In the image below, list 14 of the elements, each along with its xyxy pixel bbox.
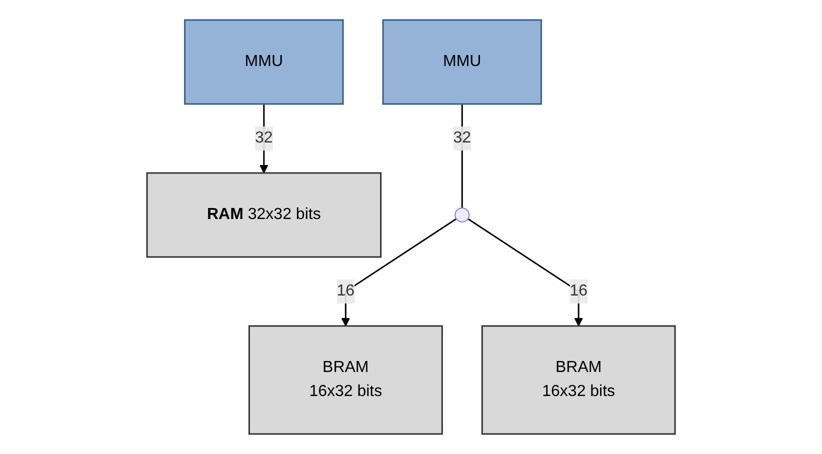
connector <box>461 104 463 208</box>
node-circle <box>454 208 470 222</box>
node-box: MMU <box>382 19 542 105</box>
node-box: MMU <box>184 19 344 105</box>
edge-label: 32 <box>254 129 273 146</box>
edge-label: 16 <box>336 282 355 300</box>
arrow <box>468 218 583 326</box>
node-box: BRAM 16x32 bits <box>481 325 676 435</box>
node-box: RAM 32x32 bits <box>146 172 382 258</box>
edge-label: 16 <box>570 282 588 300</box>
arrow <box>259 104 268 174</box>
arrow <box>341 218 457 326</box>
node-box: BRAM 16x32 bits <box>248 325 443 435</box>
edge-label: 32 <box>453 129 471 146</box>
